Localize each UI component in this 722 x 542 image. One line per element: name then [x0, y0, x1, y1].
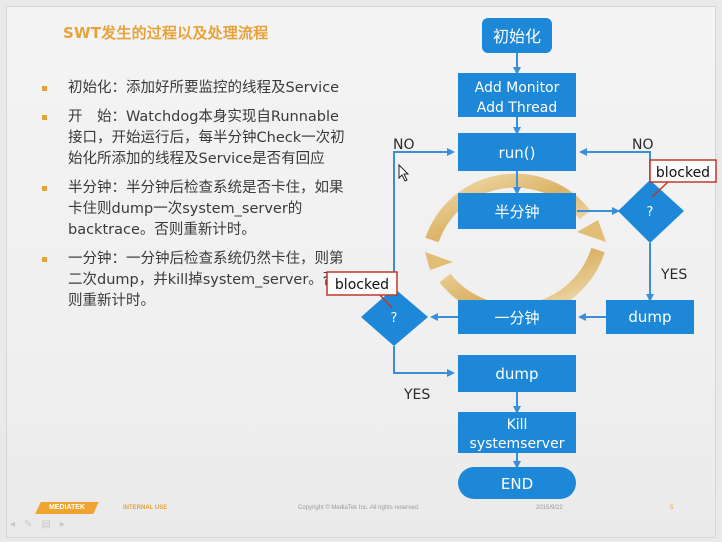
- footer-page-number: 5: [670, 505, 674, 511]
- node-kill-line1: Kill: [507, 417, 528, 433]
- arrow-no-left: [393, 148, 455, 288]
- bullet-square-icon: [42, 257, 47, 262]
- arrow-no-right: [579, 148, 651, 180]
- bullet-item: 开 始：Watchdog本身实现自Runnable接口，开始运行后，每半分钟Ch…: [40, 107, 345, 170]
- slideshow-nav[interactable]: ◂✎▤▸: [10, 519, 74, 530]
- node-dump-right-label: dump: [628, 308, 671, 326]
- node-end: END: [458, 467, 576, 499]
- callout-blocked-left: blocked: [326, 271, 398, 309]
- bullet-text: 一分钟：一分钟后检查系统仍然卡住，则第二次dump，并kill掉system_s…: [68, 251, 344, 309]
- node-decision-right: ?: [618, 180, 684, 243]
- node-run-label: run(): [499, 144, 536, 162]
- node-run: run(): [458, 133, 576, 171]
- prev-slide-icon[interactable]: ◂: [10, 519, 25, 530]
- node-end-label: END: [501, 475, 533, 493]
- node-decision-left: ?: [361, 288, 428, 346]
- footer-copyright: Copyright © MediaTek Inc. All rights res…: [298, 505, 420, 511]
- node-start-label: 初始化: [493, 27, 541, 46]
- decision-right-label: ?: [647, 205, 654, 220]
- footer-logo-text: MEDIATEK: [48, 504, 86, 511]
- label-yes-left: YES: [403, 387, 430, 403]
- footer-date: 2015/9/22: [536, 505, 563, 511]
- node-half-minute: 半分钟: [458, 193, 576, 229]
- footer-logo: MEDIATEK: [35, 502, 99, 514]
- bullet-item: 半分钟：半分钟后检查系统是否卡住，如果卡住则dump一次system_serve…: [40, 178, 345, 241]
- slide-title: SWT发生的过程以及处理流程: [63, 24, 269, 42]
- label-yes-right: YES: [660, 267, 687, 283]
- node-start: 初始化: [482, 18, 552, 53]
- bullet-item: 初始化：添加好所要监控的线程及Service: [40, 78, 345, 99]
- bullet-square-icon: [42, 86, 47, 91]
- bullet-square-icon: [42, 115, 47, 120]
- bullet-square-icon: [42, 186, 47, 191]
- node-add-monitor: Add Monitor Add Thread: [458, 73, 576, 117]
- label-no-left: NO: [393, 137, 415, 153]
- callout-blocked-left-label: blocked: [335, 277, 389, 293]
- bullet-text: 初始化：添加好所要监控的线程及Service: [68, 80, 340, 96]
- bullet-item: 一分钟：一分钟后检查系统仍然卡住，则第二次dump，并kill掉system_s…: [40, 249, 345, 312]
- decision-left-label: ?: [391, 311, 398, 326]
- callout-blocked-right: blocked: [649, 159, 717, 198]
- node-kill-line2: systemserver: [470, 436, 565, 452]
- mouse-cursor-icon: [398, 163, 410, 182]
- callout-blocked-right-label: blocked: [656, 165, 710, 181]
- menu-icon[interactable]: ▤: [41, 519, 60, 530]
- bullet-list: 初始化：添加好所要监控的线程及Service 开 始：Watchdog本身实现自…: [40, 78, 345, 320]
- node-one-minute-label: 一分钟: [494, 309, 539, 327]
- node-dump-bottom-label: dump: [495, 365, 538, 383]
- node-add-monitor-line2: Add Thread: [477, 100, 558, 116]
- pen-icon[interactable]: ✎: [24, 519, 42, 530]
- node-dump-bottom: dump: [458, 355, 576, 392]
- node-kill: Kill systemserver: [458, 412, 576, 453]
- label-no-right: NO: [632, 137, 654, 153]
- node-add-monitor-line1: Add Monitor: [475, 80, 560, 96]
- next-slide-icon[interactable]: ▸: [59, 519, 74, 530]
- node-half-minute-label: 半分钟: [494, 203, 539, 221]
- bullet-text: 开 始：Watchdog本身实现自Runnable接口，开始运行后，每半分钟Ch…: [68, 109, 345, 167]
- node-one-minute: 一分钟: [458, 300, 576, 334]
- arrow-yes-left: [393, 346, 455, 377]
- bullet-text: 半分钟：半分钟后检查系统是否卡住，如果卡住则dump一次system_serve…: [68, 180, 344, 238]
- node-dump-right: dump: [606, 300, 694, 334]
- footer-internal-use: INTERNAL USE: [123, 505, 168, 511]
